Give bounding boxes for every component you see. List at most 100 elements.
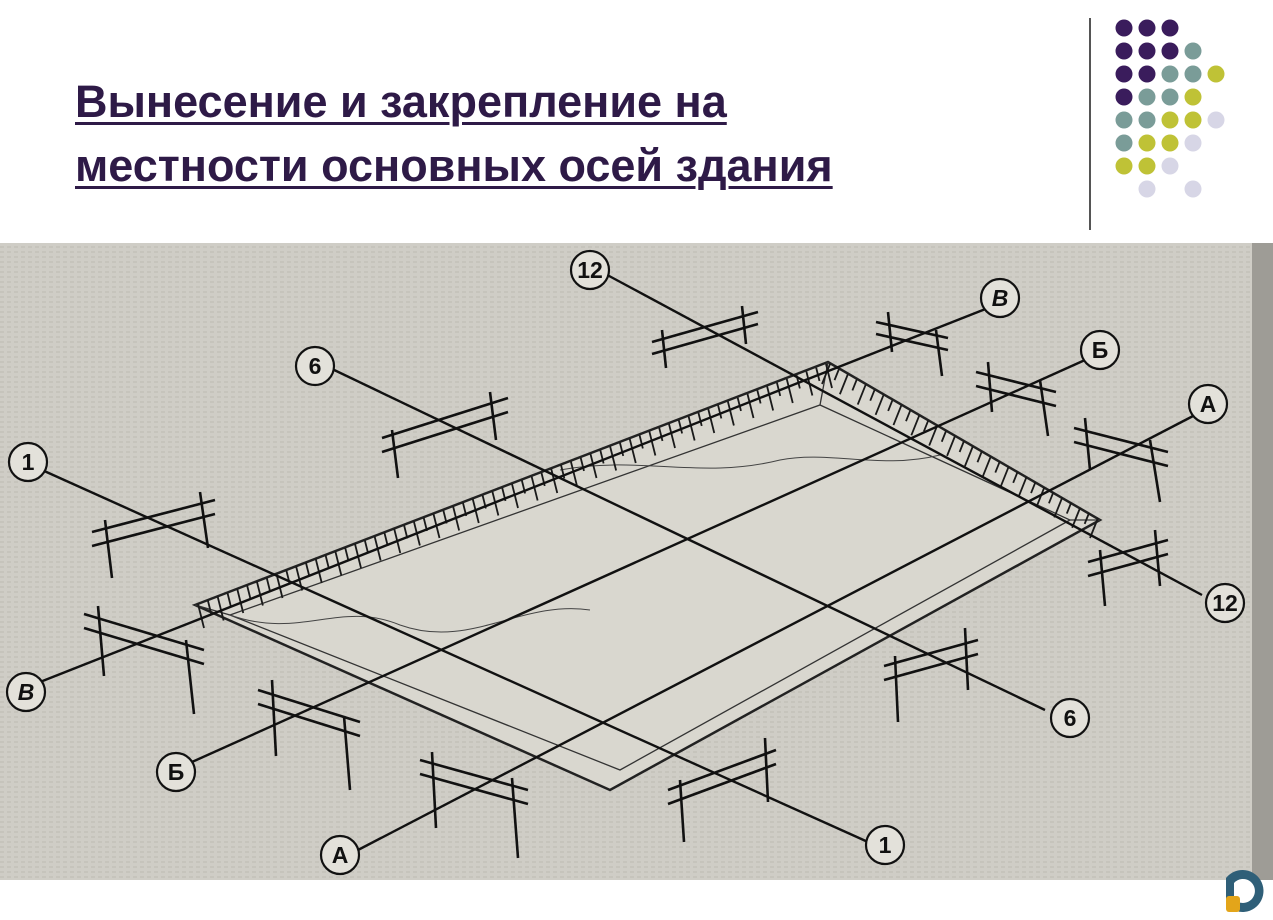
batter-board bbox=[875, 311, 949, 377]
hatch-line bbox=[599, 450, 605, 464]
slope-hatching-short-side bbox=[821, 363, 1099, 539]
svg-text:12: 12 bbox=[1212, 590, 1238, 616]
hatch-line bbox=[589, 453, 598, 479]
decorative-dot bbox=[1161, 134, 1179, 152]
decorative-dot bbox=[1138, 88, 1156, 106]
hatch-line bbox=[511, 483, 519, 509]
hatch-line bbox=[825, 363, 833, 389]
title-line-2: местности основных осей здания bbox=[75, 140, 833, 191]
hatch-line bbox=[216, 596, 225, 621]
hatch-line bbox=[236, 588, 245, 614]
building-axes-diagram: 12 В Б А 6 bbox=[0, 243, 1252, 880]
svg-text:6: 6 bbox=[1064, 705, 1077, 731]
scan-edge-strip bbox=[1252, 243, 1273, 880]
hatch-line bbox=[887, 399, 894, 412]
hatch-line bbox=[677, 420, 683, 434]
svg-text:В: В bbox=[18, 679, 35, 705]
decorative-dot bbox=[1184, 180, 1202, 198]
hatch-line bbox=[324, 555, 330, 569]
axis-marker-a-top: А bbox=[1187, 383, 1229, 425]
hatch-line bbox=[1083, 512, 1090, 525]
hatch-line bbox=[687, 416, 696, 441]
hatch-line bbox=[344, 547, 350, 562]
axis-line-v bbox=[39, 306, 989, 684]
hatch-line bbox=[226, 592, 232, 607]
decorative-dot bbox=[1138, 19, 1156, 37]
hatch-line bbox=[246, 585, 252, 599]
axis-marker-6-bottom: 6 bbox=[1049, 697, 1091, 739]
hatch-line bbox=[668, 423, 676, 449]
axis-marker-v-bottom: В bbox=[5, 671, 47, 713]
batter-board bbox=[1087, 529, 1169, 607]
axis-line-12 bbox=[597, 268, 1203, 597]
axis-marker-b-bottom: Б bbox=[155, 751, 197, 793]
decorative-dot bbox=[1207, 111, 1225, 129]
dot-group bbox=[1115, 19, 1225, 198]
hatch-line bbox=[999, 466, 1010, 488]
svg-text:Б: Б bbox=[1092, 337, 1109, 363]
batter-board bbox=[83, 605, 205, 715]
axis-marker-a-bottom: А bbox=[319, 834, 361, 876]
hatch-line bbox=[856, 384, 867, 405]
hatch-line bbox=[619, 442, 625, 457]
axis-marker-12-top: 12 bbox=[569, 249, 611, 291]
decorative-dot bbox=[1115, 157, 1133, 175]
decorative-dot bbox=[1184, 134, 1202, 152]
decorative-dot bbox=[1138, 180, 1156, 198]
hatch-line bbox=[363, 540, 369, 554]
decorative-dot bbox=[1138, 134, 1156, 152]
hatch-line bbox=[197, 603, 205, 629]
hatch-line bbox=[1017, 476, 1028, 498]
hatch-line bbox=[910, 414, 921, 436]
hatch-line bbox=[874, 394, 885, 416]
decorative-dot bbox=[1184, 88, 1202, 106]
hatch-line bbox=[658, 427, 664, 442]
svg-text:А: А bbox=[1200, 391, 1217, 417]
slide-title: Вынесение и закрепление на местности осн… bbox=[75, 70, 1065, 198]
hatch-line bbox=[958, 440, 965, 453]
hatch-line bbox=[976, 450, 983, 463]
hatch-line bbox=[305, 562, 311, 577]
hatch-line bbox=[892, 404, 903, 426]
axis-line-b bbox=[191, 358, 1086, 764]
hatch-line bbox=[570, 461, 578, 486]
hatch-line bbox=[638, 435, 644, 449]
hatch-line bbox=[746, 393, 755, 419]
batter-board bbox=[883, 627, 979, 723]
svg-text:6: 6 bbox=[309, 353, 322, 379]
hatch-line bbox=[1053, 497, 1064, 518]
hatch-line bbox=[766, 386, 774, 411]
hatch-line bbox=[1065, 502, 1073, 514]
header-divider bbox=[1089, 18, 1091, 230]
hatch-line bbox=[833, 368, 840, 381]
decorative-dot bbox=[1207, 65, 1225, 83]
decorative-dot bbox=[1115, 111, 1133, 129]
decorative-dot bbox=[1161, 65, 1179, 83]
axis-line-a bbox=[357, 413, 1196, 852]
axis-marker-1-top: 1 bbox=[7, 441, 49, 483]
axis-marker-12-bottom: 12 bbox=[1204, 582, 1246, 624]
axis-lines bbox=[39, 268, 1203, 852]
hatch-line bbox=[1030, 481, 1037, 494]
hatch-line bbox=[707, 408, 716, 434]
hatch-line bbox=[628, 438, 637, 464]
hatch-line bbox=[839, 373, 849, 395]
hatch-line bbox=[206, 600, 212, 614]
batter-boards bbox=[83, 305, 1169, 859]
axis-marker-b-top: Б bbox=[1079, 329, 1121, 371]
decorative-dot bbox=[1115, 42, 1133, 60]
hatch-line bbox=[821, 363, 831, 385]
batter-board bbox=[91, 491, 216, 579]
hatch-line bbox=[940, 430, 947, 443]
batter-board bbox=[257, 679, 361, 791]
hatch-line bbox=[785, 378, 794, 404]
decorative-dot bbox=[1138, 111, 1156, 129]
presentation-logo-icon bbox=[1226, 869, 1264, 912]
svg-text:1: 1 bbox=[879, 832, 892, 858]
decorative-dot bbox=[1184, 42, 1202, 60]
batter-board bbox=[975, 361, 1057, 437]
hatch-line bbox=[256, 581, 264, 606]
hatch-line bbox=[928, 425, 939, 446]
svg-text:1: 1 bbox=[22, 449, 35, 475]
